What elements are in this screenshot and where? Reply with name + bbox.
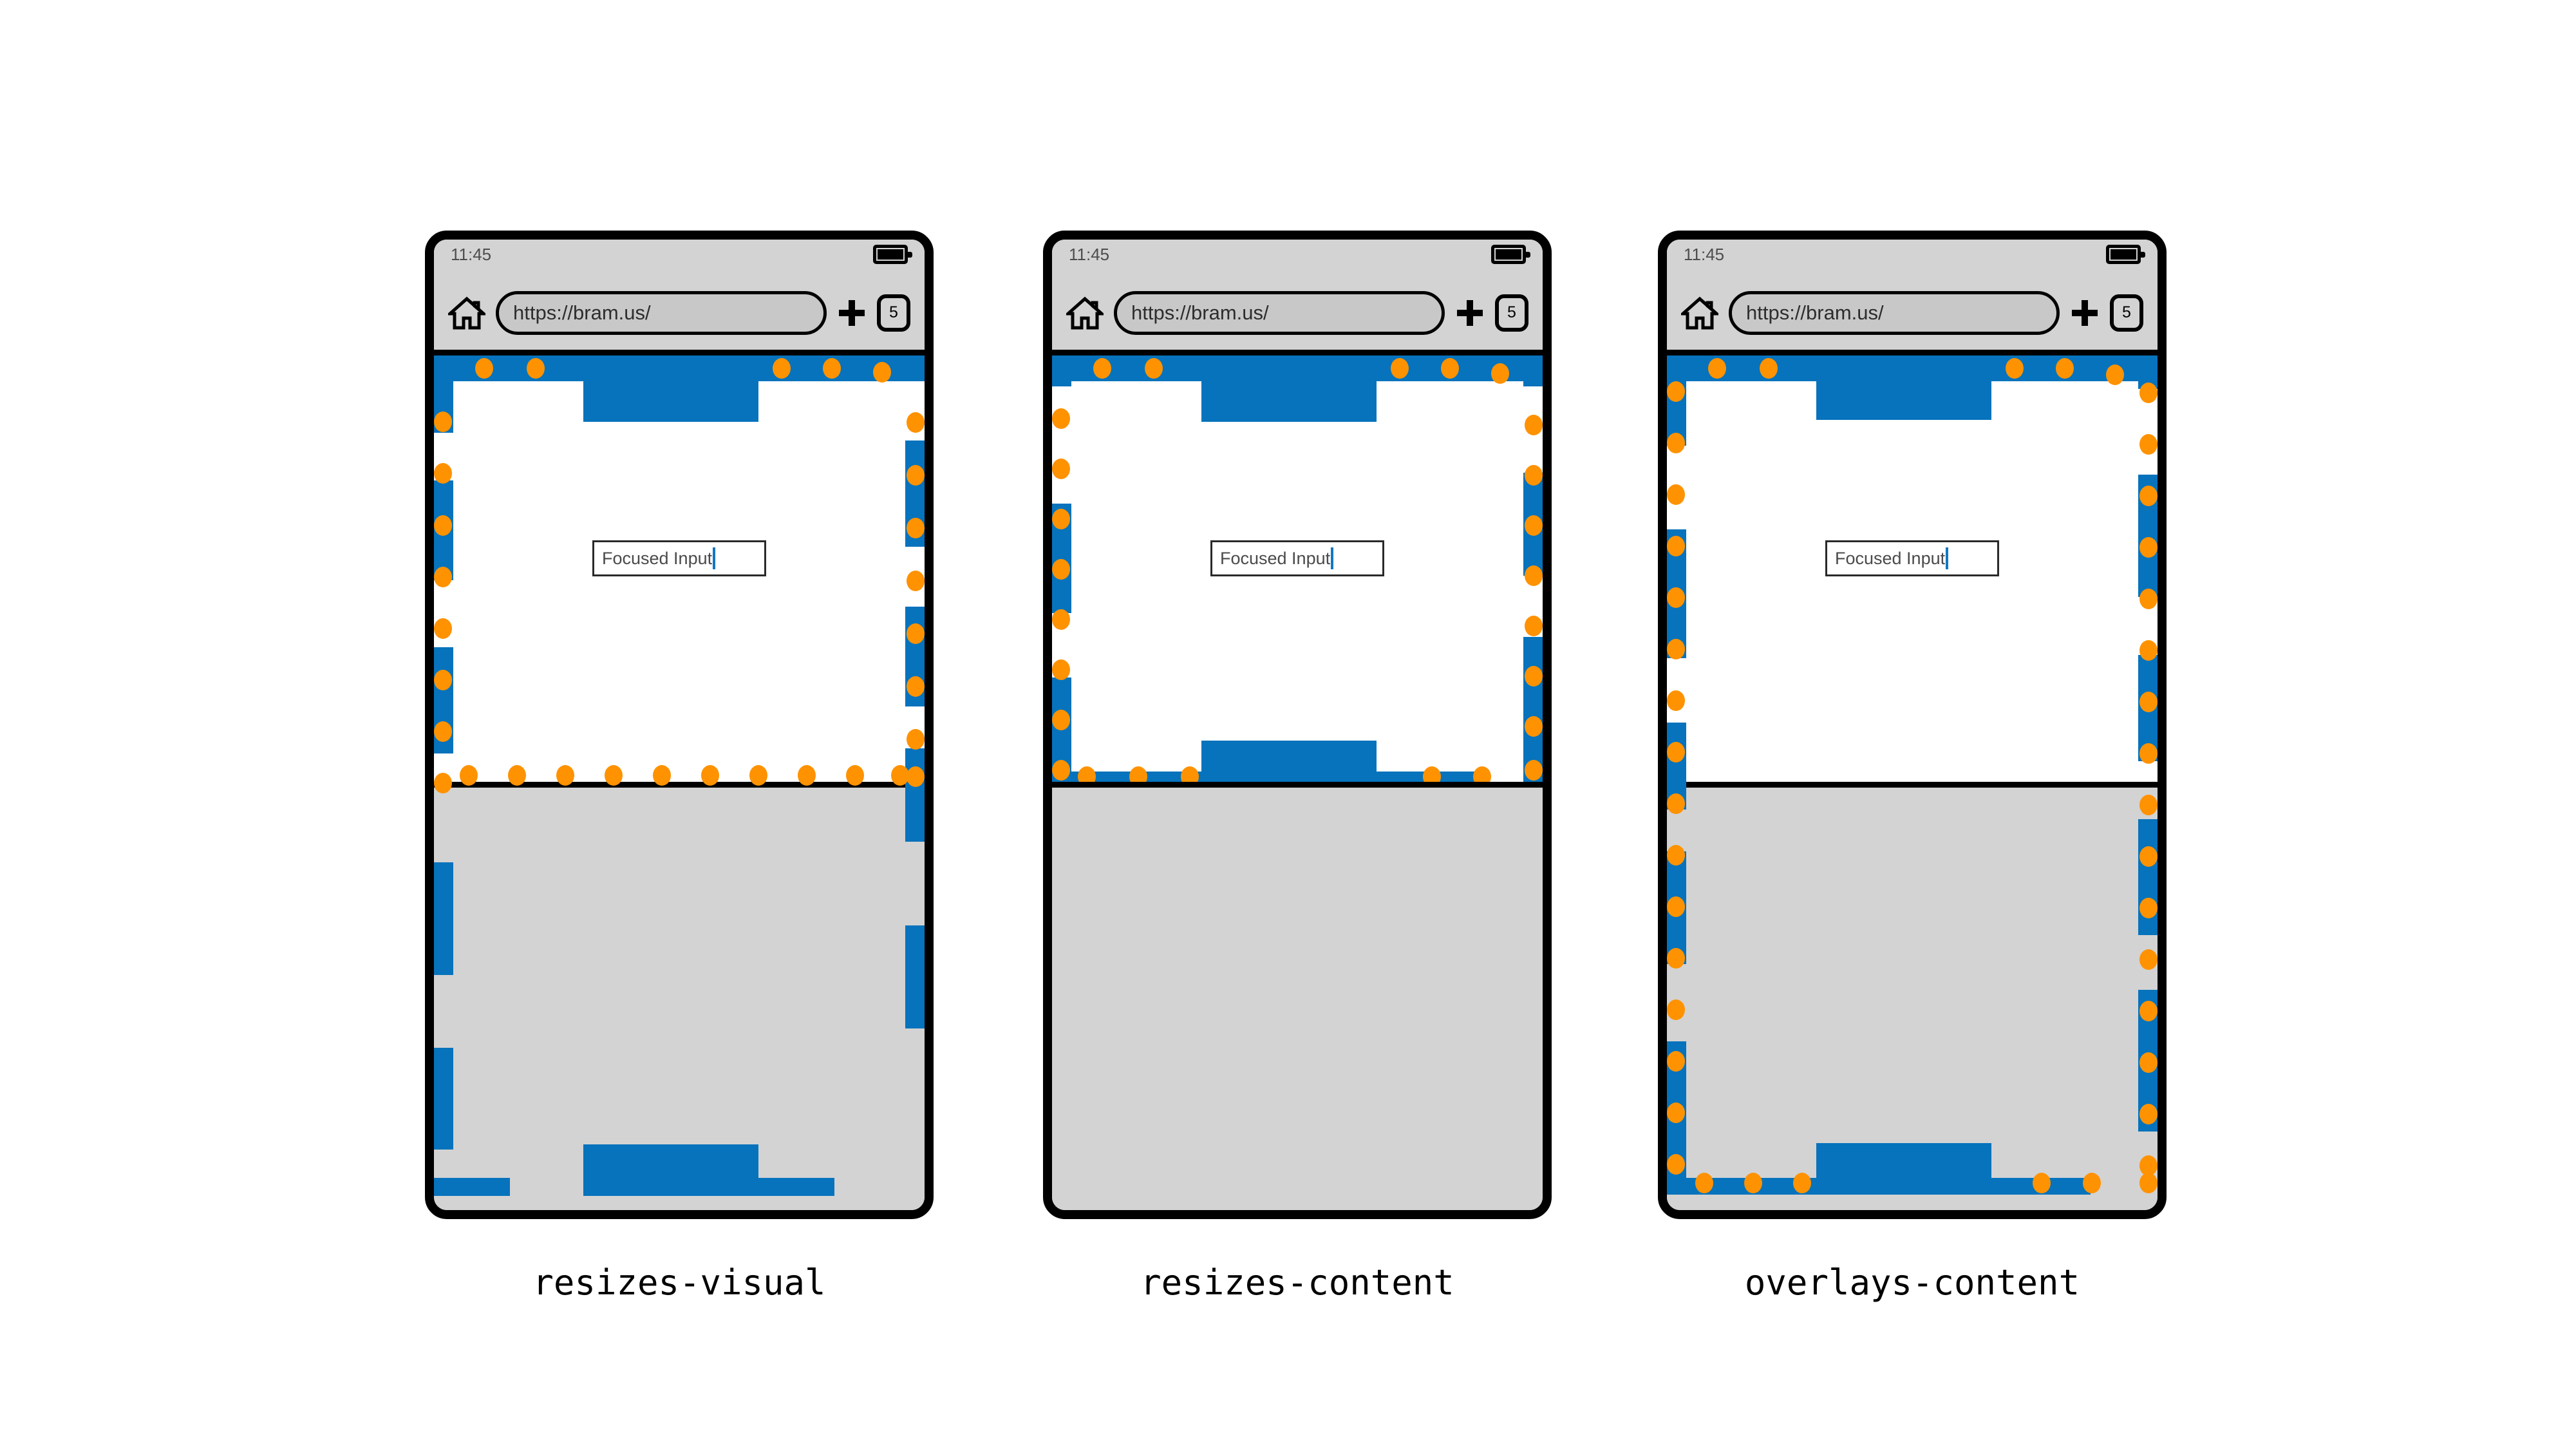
phone-screen: Focused Input xyxy=(1052,355,1543,1210)
url-text: https://bram.us/ xyxy=(1131,301,1269,324)
web-viewport: Focused Input xyxy=(434,355,925,787)
marker-dot xyxy=(1441,358,1459,379)
status-bar: 11:45 xyxy=(1667,240,2158,276)
tab-count-button[interactable]: 5 xyxy=(2110,294,2143,332)
virtual-keyboard[interactable] xyxy=(1052,782,1543,1210)
marker-dot xyxy=(1525,565,1543,586)
text-caret xyxy=(1331,547,1334,569)
web-viewport: Focused Input xyxy=(1052,355,1543,787)
highlight-block xyxy=(1052,355,1071,386)
tab-count-button[interactable]: 5 xyxy=(877,294,910,332)
url-bar[interactable]: https://bram.us/ xyxy=(1729,290,2060,335)
highlight-block xyxy=(1064,355,1543,381)
highlight-block xyxy=(1201,355,1377,422)
url-text: https://bram.us/ xyxy=(1746,301,1884,324)
phone-resizes-content: 11:45 https://bram.us/ 5 Focused Input xyxy=(1043,231,1552,1219)
highlight-block xyxy=(1523,637,1543,787)
url-bar[interactable]: https://bram.us/ xyxy=(1114,290,1445,335)
focused-input-field[interactable]: Focused Input xyxy=(1210,540,1384,576)
highlight-block xyxy=(1523,355,1543,386)
phone-overlays-content: 11:45 https://bram.us/ 5 Focused Input xyxy=(1658,231,2167,1219)
browser-chrome: 11:45 https://bram.us/ 5 xyxy=(1667,240,2158,355)
marker-dot xyxy=(1052,559,1070,580)
home-icon[interactable] xyxy=(1681,296,1718,330)
clock-label: 11:45 xyxy=(451,245,492,264)
text-caret xyxy=(713,547,716,569)
highlight-block xyxy=(1523,473,1543,576)
status-bar: 11:45 xyxy=(434,240,925,276)
focused-input-text: Focused Input xyxy=(1220,548,1331,568)
clock-label: 11:45 xyxy=(1069,245,1110,264)
url-text: https://bram.us/ xyxy=(513,301,651,324)
plus-icon[interactable] xyxy=(837,298,867,328)
marker-dot xyxy=(1525,760,1543,781)
marker-dot xyxy=(1525,716,1543,737)
status-bar: 11:45 xyxy=(1052,240,1543,276)
virtual-keyboard[interactable] xyxy=(434,782,925,1210)
text-caret xyxy=(1946,547,1949,569)
browser-toolbar: https://bram.us/ 5 xyxy=(434,276,925,350)
highlight-block xyxy=(1201,741,1377,787)
focused-input-text: Focused Input xyxy=(1835,548,1946,568)
home-icon[interactable] xyxy=(1066,296,1104,330)
virtual-keyboard[interactable] xyxy=(1667,782,2158,1210)
marker-dot xyxy=(1052,710,1070,730)
marker-dot xyxy=(1525,666,1543,687)
marker-dot xyxy=(1525,465,1543,486)
highlight-block xyxy=(1052,677,1071,787)
marker-dot xyxy=(1391,358,1409,379)
tab-count-button[interactable]: 5 xyxy=(1495,294,1528,332)
marker-dot xyxy=(1052,760,1070,781)
battery-full-icon xyxy=(1491,245,1530,264)
phone-resizes-visual: 11:45 https://bram.us/ 5 Focused Input xyxy=(425,231,934,1219)
plus-icon[interactable] xyxy=(1455,298,1485,328)
highlight-gap xyxy=(1052,355,1064,362)
web-viewport: Focused Input xyxy=(1667,355,2158,787)
caption-overlays-content: overlays-content xyxy=(1744,1262,2080,1303)
marker-dot xyxy=(1525,515,1543,536)
marker-dot xyxy=(1093,358,1111,379)
marker-dot xyxy=(1525,616,1543,636)
marker-dot xyxy=(1052,408,1070,429)
plus-icon[interactable] xyxy=(2070,298,2100,328)
marker-dot xyxy=(1145,358,1163,379)
marker-dot xyxy=(1052,659,1070,680)
marker-dot xyxy=(1052,509,1070,529)
focused-input-field[interactable]: Focused Input xyxy=(592,540,766,576)
marker-dot xyxy=(1052,459,1070,479)
browser-chrome: 11:45 https://bram.us/ 5 xyxy=(1052,240,1543,355)
url-bar[interactable]: https://bram.us/ xyxy=(496,290,827,335)
home-icon[interactable] xyxy=(448,296,485,330)
marker-dot xyxy=(1525,415,1543,435)
phone-screen: Focused Input xyxy=(1667,355,2158,1210)
clock-label: 11:45 xyxy=(1684,245,1725,264)
battery-full-icon xyxy=(2106,245,2145,264)
browser-toolbar: https://bram.us/ 5 xyxy=(1667,276,2158,350)
browser-chrome: 11:45 https://bram.us/ 5 xyxy=(434,240,925,355)
focused-input-text: Focused Input xyxy=(602,548,713,568)
marker-dot xyxy=(1052,609,1070,630)
phone-screen: Focused Input xyxy=(434,355,925,1210)
browser-toolbar: https://bram.us/ 5 xyxy=(1052,276,1543,350)
battery-full-icon xyxy=(873,245,912,264)
focused-input-field[interactable]: Focused Input xyxy=(1825,540,1999,576)
highlight-block xyxy=(1052,504,1071,613)
caption-resizes-content: resizes-content xyxy=(1140,1262,1454,1303)
caption-resizes-visual: resizes-visual xyxy=(532,1262,826,1303)
marker-dot xyxy=(1491,363,1509,384)
